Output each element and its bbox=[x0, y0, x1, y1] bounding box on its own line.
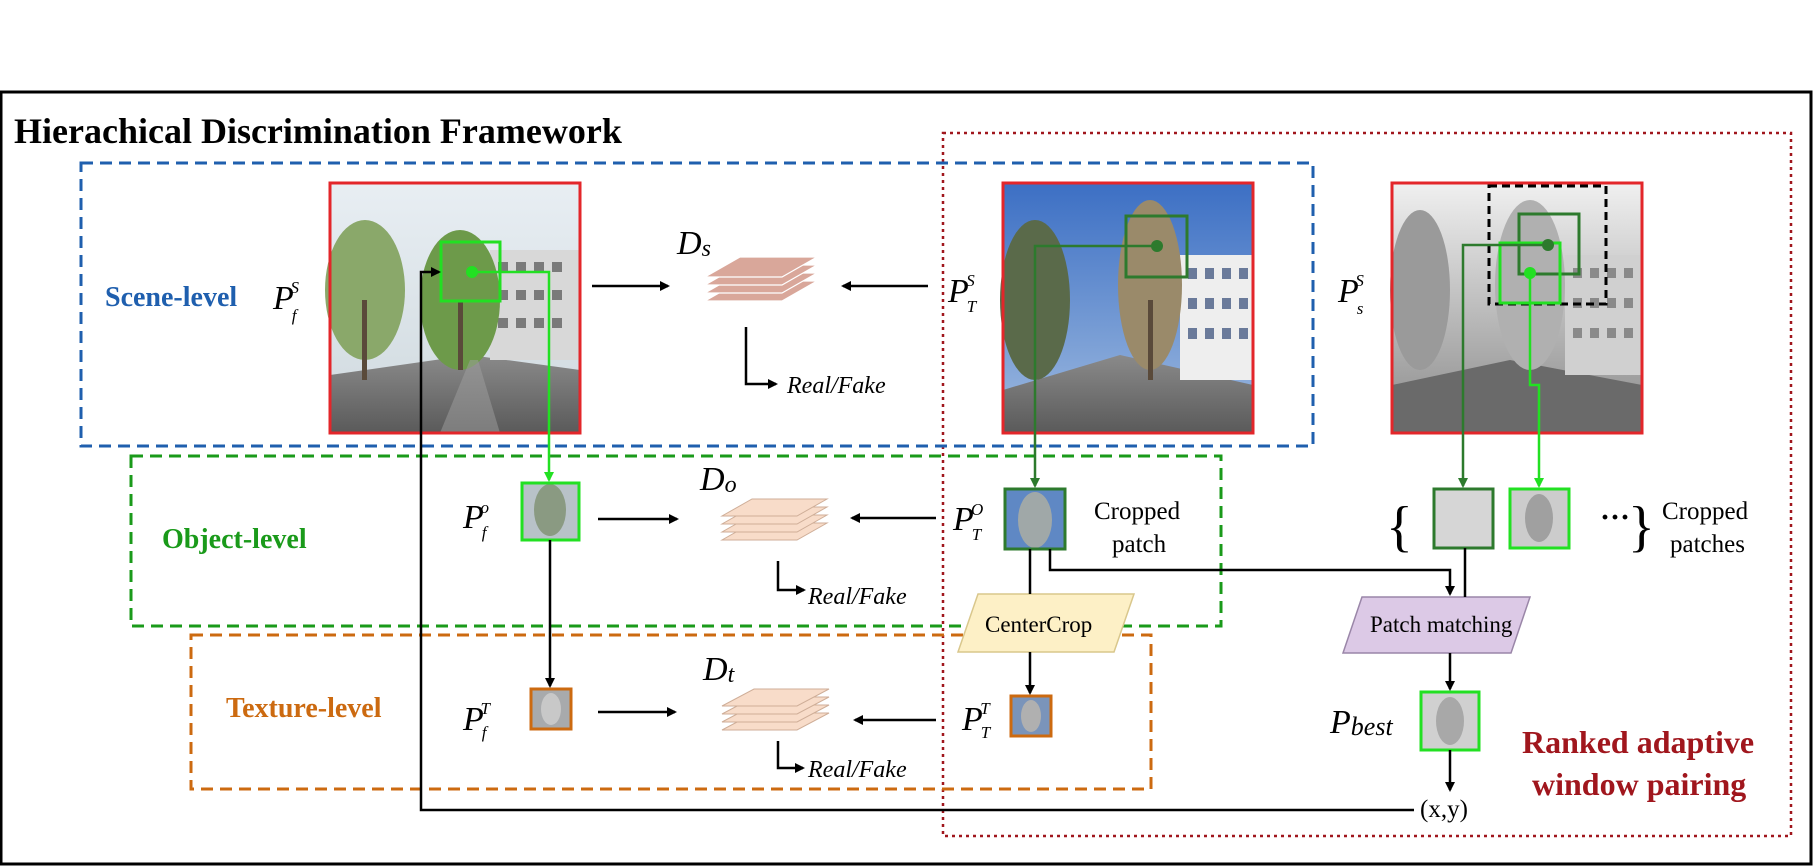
coords-feedback-loop bbox=[419, 267, 1414, 812]
outer-frame bbox=[0, 90, 1813, 866]
svg-text:CenterCrop: CenterCrop bbox=[985, 612, 1092, 637]
brace-open: { bbox=[1386, 496, 1413, 558]
target-patch-to-matching-connector bbox=[1048, 549, 1455, 596]
fake-window-to-object-connector bbox=[472, 270, 554, 482]
ptO-label: PTO bbox=[952, 500, 983, 544]
target-object-patch bbox=[1003, 487, 1067, 551]
scene-discriminator-label: Ds bbox=[676, 225, 711, 262]
brace-close: } bbox=[1628, 496, 1655, 558]
object-output-arrow bbox=[776, 561, 806, 595]
ranked-adaptive-box bbox=[941, 131, 1793, 838]
scene-level-label: Scene-level bbox=[105, 282, 237, 313]
ellipsis: ··· bbox=[1600, 501, 1630, 534]
object-level-label: Object-level bbox=[162, 524, 307, 555]
target-texture-patch bbox=[1009, 694, 1053, 738]
centercrop-box: CenterCrop bbox=[956, 593, 1136, 653]
ptS-label: PTS bbox=[947, 271, 978, 316]
coords-label: (x,y) bbox=[1420, 796, 1468, 823]
object-level-box bbox=[129, 454, 1223, 628]
cropped-patches-caption-2: patches bbox=[1670, 531, 1745, 558]
source-patch-bright bbox=[1508, 487, 1571, 550]
fake-texture-patch bbox=[529, 687, 573, 731]
cropped-patch-caption-1: Cropped bbox=[1094, 498, 1181, 525]
object-output-label: Real/Fake bbox=[807, 584, 907, 610]
best-patch bbox=[1419, 690, 1481, 752]
cropped-patch-caption-2: patch bbox=[1112, 531, 1167, 558]
patch-matching-box: Patch matching bbox=[1341, 596, 1532, 654]
framework-title: Hierachical Discrimination Framework bbox=[14, 111, 622, 151]
target-scene-image bbox=[1000, 181, 1255, 435]
source-bright-window-connector bbox=[1528, 273, 1544, 488]
scene-output-label: Real/Fake bbox=[786, 373, 886, 399]
texture-output-label: Real/Fake bbox=[807, 757, 907, 783]
fake-scene-image bbox=[325, 181, 582, 435]
ptT-label: PTT bbox=[961, 699, 992, 742]
psS-label: PsS bbox=[1337, 271, 1364, 318]
target-window-to-object-connector bbox=[1030, 244, 1157, 488]
pfS-label: PfS bbox=[272, 278, 300, 325]
svg-text:Patch matching: Patch matching bbox=[1370, 612, 1513, 637]
object-discriminator bbox=[720, 498, 829, 541]
source-scene-image bbox=[1390, 181, 1644, 435]
source-patch-dark bbox=[1432, 487, 1495, 550]
scene-discriminator bbox=[702, 256, 820, 302]
pbest-label: Pbest bbox=[1329, 704, 1393, 741]
source-dark-window-connector bbox=[1458, 243, 1548, 488]
texture-level-box bbox=[189, 633, 1153, 791]
texture-level-label: Texture-level bbox=[226, 693, 382, 724]
texture-output-arrow bbox=[776, 741, 805, 773]
cropped-patches-caption-1: Cropped bbox=[1662, 498, 1749, 525]
fake-object-patch bbox=[520, 481, 581, 542]
pfO-label: Pfo bbox=[462, 498, 489, 542]
scene-output-arrow bbox=[744, 327, 778, 389]
ranked-label-line2: window pairing bbox=[1532, 766, 1746, 802]
scene-level-box bbox=[79, 161, 1315, 448]
texture-discriminator bbox=[721, 688, 830, 731]
ranked-label-line1: Ranked adaptive bbox=[1522, 724, 1754, 760]
object-discriminator-label: Do bbox=[699, 461, 737, 498]
texture-discriminator-label: Dt bbox=[702, 651, 736, 688]
pfT-label: PfT bbox=[462, 699, 492, 742]
